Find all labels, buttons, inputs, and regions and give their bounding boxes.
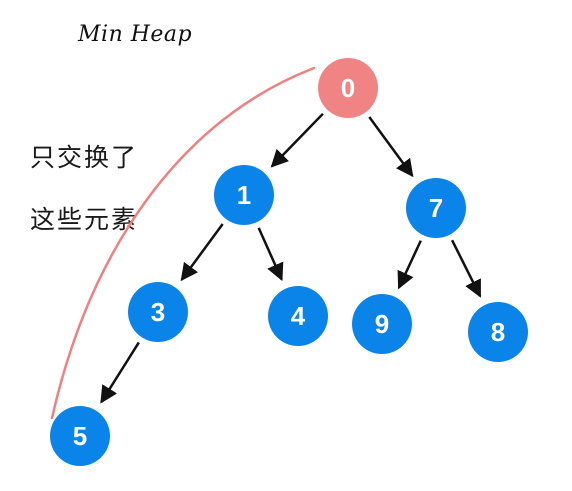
heap-node-circle (406, 178, 466, 238)
heap-node-circle (128, 282, 188, 342)
heap-node-circle (268, 286, 328, 346)
heap-node-5: 5 (50, 406, 110, 466)
edge-arrow-n1-n4 (257, 227, 284, 282)
heap-node-7: 7 (406, 178, 466, 238)
edge-arrow-n3-n5 (100, 341, 140, 404)
heap-node-8: 8 (468, 302, 528, 362)
heap-node-label: 9 (375, 309, 389, 339)
heap-node-circle (352, 294, 412, 354)
heap-node-label: 0 (341, 73, 355, 103)
heap-node-4: 4 (268, 286, 328, 346)
heap-node-0: 0 (318, 58, 378, 118)
heap-node-circle (318, 58, 378, 118)
heap-node-label: 3 (151, 297, 165, 327)
heap-node-3: 3 (128, 282, 188, 342)
heap-node-circle (468, 302, 528, 362)
heap-node-label: 4 (291, 301, 306, 331)
swap-path-curve (50, 66, 316, 420)
diagram-title: Min Heap (78, 22, 193, 47)
nodes-layer: 0 1 7 3 4 9 8 5 (50, 58, 528, 466)
edge-arrow-n7-n9 (397, 240, 422, 290)
annotation-line-2: 这些元素 (30, 205, 139, 234)
heap-node-label: 8 (491, 317, 505, 347)
edges-layer (100, 112, 482, 404)
heap-node-label: 1 (237, 180, 251, 210)
heap-node-label: 5 (73, 421, 87, 451)
edge-arrow-n1-n3 (180, 223, 224, 282)
heap-node-1: 1 (214, 165, 274, 225)
edge-arrow-n0-n7 (368, 116, 414, 178)
heap-node-label: 7 (429, 193, 443, 223)
annotation-line-1: 只交换了 (30, 143, 139, 172)
edge-arrow-n7-n8 (450, 239, 482, 298)
heap-node-circle (50, 406, 110, 466)
heap-node-circle (214, 165, 274, 225)
edge-arrow-n0-n1 (270, 112, 324, 168)
heap-node-9: 9 (352, 294, 412, 354)
